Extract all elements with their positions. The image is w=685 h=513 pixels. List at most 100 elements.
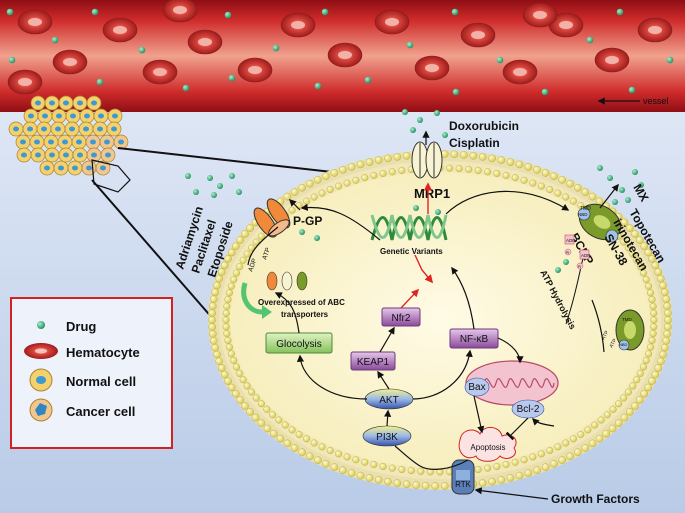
zoom-line-bottom [91, 179, 215, 321]
drug-dot [229, 173, 235, 179]
drug-dot [193, 189, 199, 195]
drug-dot [6, 8, 14, 16]
tumor-cell-nucleus [100, 165, 106, 171]
lipid-head [220, 370, 229, 379]
lipid-head [236, 369, 244, 377]
lipid-head [662, 295, 671, 303]
lipid-head [288, 426, 296, 434]
lipid-head [633, 376, 641, 384]
lipid-head [335, 450, 343, 458]
lipid-head [484, 168, 492, 176]
growth-factors-label: Growth Factors [551, 492, 640, 506]
lipid-head [370, 171, 378, 179]
lipid-head [374, 156, 383, 164]
hematocyte-center [648, 26, 662, 34]
lipid-head [213, 350, 221, 359]
lipid-head [330, 463, 339, 471]
lipid-head [398, 166, 406, 174]
lipid-head [217, 364, 226, 372]
legend-cancer-cell: Cancer cell [66, 404, 135, 419]
lipid-head [644, 383, 653, 392]
tumor-cell-nucleus [42, 113, 48, 119]
lipid-head [469, 151, 478, 160]
drug-dot [236, 189, 242, 195]
drug-dot [616, 8, 624, 16]
glocolysis-box: Glocolysis [265, 332, 333, 354]
bcrp-adp-pi-glyphs [564, 234, 590, 270]
drug-dot [451, 8, 459, 16]
lipid-head [227, 383, 236, 392]
tumor-cell-nucleus [98, 113, 104, 119]
lipid-head [608, 424, 617, 433]
drug-dot [207, 175, 213, 181]
tumor-cell-nucleus [86, 165, 92, 171]
bcrp-pi-2: Pi [578, 265, 581, 269]
drug-dot [96, 78, 104, 86]
vessel-drugs [6, 8, 674, 96]
lipid-head [417, 467, 425, 475]
bax-node: Bax [464, 377, 490, 397]
drug-dot [413, 205, 419, 211]
lipid-heads-inner [222, 164, 658, 476]
lipid-head [388, 168, 396, 176]
extracellular-drugs [185, 109, 644, 273]
lipid-head [511, 458, 519, 466]
lipid-head [223, 302, 231, 310]
lipid-head [384, 154, 392, 163]
lipid-head [546, 446, 554, 454]
lipid-head [661, 288, 669, 297]
drug-dot [314, 235, 320, 241]
lipid-head [290, 188, 299, 196]
lipid-head [241, 230, 249, 238]
bcrp-adp-2: ADP [581, 253, 590, 258]
tumor-cell-nucleus [83, 126, 89, 132]
rtk-receptor [451, 459, 475, 495]
growth-factor-arrow [474, 487, 549, 500]
genetic-variants-label: Genetic Variants [380, 247, 443, 256]
lipid-head [574, 448, 582, 457]
lipid-head [624, 244, 632, 252]
svg-text:Glocolysis: Glocolysis [276, 339, 322, 350]
tumor-cell-nucleus [118, 139, 124, 145]
lipid-head [537, 182, 545, 190]
lipid-head [566, 179, 574, 188]
lipid-heads-outer [208, 150, 672, 490]
lipid-head [584, 426, 592, 434]
drug-dot [586, 36, 594, 44]
drug-dot [272, 44, 280, 52]
apoptosis-label: Apoptosis [470, 443, 505, 452]
lipid-head [236, 263, 244, 271]
lipid-head [339, 466, 347, 475]
right-tmd: TMD [622, 317, 632, 322]
hematocyte-center [559, 21, 573, 29]
right-atp-1: ATP [601, 329, 611, 341]
lipid-head [624, 388, 632, 396]
tumor-cell-nucleus [56, 113, 62, 119]
drug-dot [182, 84, 190, 92]
bcrp-transporter [577, 203, 622, 243]
drug-dot [314, 82, 322, 90]
atp-cycle-arrow [241, 282, 263, 315]
lipid-head [225, 289, 233, 297]
lipid-head [257, 232, 265, 240]
lipid-head [298, 448, 306, 457]
nfr2-box: Nfr2 [381, 307, 421, 327]
lipid-head [581, 444, 590, 452]
lipid-head [654, 364, 663, 372]
drug-dot [638, 182, 644, 188]
lipid-head [524, 163, 533, 171]
lipid-head [640, 242, 649, 250]
lipid-head [407, 467, 415, 475]
lipid-head [231, 390, 240, 398]
tumor-cell-nucleus [28, 113, 34, 119]
drug-doxorubicin: Doxorubicin [449, 119, 519, 133]
lipid-head [388, 464, 396, 472]
lipid-head [640, 363, 648, 371]
lipid-head [356, 160, 365, 169]
tumor-cell-nucleus [111, 126, 117, 132]
drug-dot [228, 74, 236, 82]
drug-dot [402, 109, 408, 115]
lipid-head [398, 466, 406, 474]
lipid-head [620, 218, 629, 227]
lipid-head [251, 413, 260, 422]
